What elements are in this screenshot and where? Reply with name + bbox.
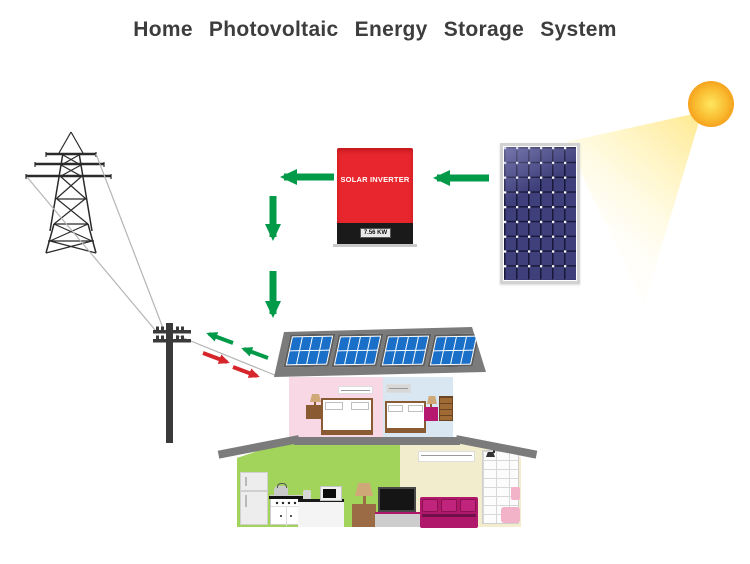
stove-knobs: [274, 501, 300, 505]
stove-icon: [269, 495, 305, 526]
grid-import-arrow-2: [232, 365, 260, 378]
lamp-icon: [427, 396, 437, 404]
fridge-icon: [240, 472, 268, 525]
sofa-icon: [420, 497, 478, 528]
shower-head-icon: [486, 452, 495, 457]
grid-export-arrow-2: [241, 347, 269, 360]
inverter-label: SOLAR INVERTER: [340, 175, 410, 184]
roof-panel-module: [283, 333, 336, 368]
sun-icon: [688, 81, 734, 127]
utility-pole-icon: [153, 323, 191, 443]
dresser-icon: [439, 396, 453, 421]
cooktop: [269, 496, 305, 499]
power-line: [26, 153, 278, 377]
lamp-stem: [363, 496, 366, 504]
roof-panel-module: [331, 333, 384, 368]
page-title: Home Photovoltaic Energy Storage System: [133, 18, 617, 41]
transmission-tower-icon: [25, 131, 112, 254]
inverter-body: SOLAR INVERTER: [337, 148, 413, 223]
roof-panels: [283, 333, 480, 368]
kitchen-counter: [298, 499, 344, 527]
bed-icon: [385, 401, 426, 433]
ac-unit-icon: [386, 384, 411, 393]
sofa-cushion: [422, 499, 438, 512]
fridge-divider: [241, 490, 267, 492]
fridge-handle: [245, 495, 247, 507]
side-table-icon: [352, 504, 376, 527]
inverter-display: 7.56 KW: [360, 228, 391, 238]
grid-import-arrow-1: [202, 351, 230, 364]
tv-stand-icon: [375, 512, 420, 527]
roof-panel-module: [379, 333, 432, 368]
kettle-icon: [274, 483, 288, 496]
nightstand-icon: [306, 405, 324, 419]
lamp-stem: [314, 402, 316, 405]
sofa-cushion: [441, 499, 457, 512]
bathtub-icon: [501, 507, 520, 523]
pillow: [350, 402, 370, 411]
sofa-cushion: [460, 499, 476, 512]
bathroom-sink-icon: [511, 487, 520, 500]
solar-panel: [500, 143, 580, 284]
lamp-stem: [430, 404, 432, 407]
lamp-icon: [355, 483, 373, 496]
sofa-seat: [422, 514, 476, 517]
lower-roof-flat: [294, 437, 460, 445]
grid-export-arrow-1: [206, 332, 234, 345]
pillow: [408, 405, 423, 412]
pillow: [324, 402, 344, 411]
roof-solar-array: [274, 327, 486, 377]
ac-unit-icon: [418, 451, 475, 462]
microwave-icon: [320, 486, 342, 501]
lamp-icon: [310, 394, 321, 402]
jar-icon: [303, 490, 311, 500]
sunlight-beam: [566, 112, 702, 304]
cabinet-doors: [271, 506, 301, 526]
ac-unit-icon: [338, 386, 373, 394]
bed-icon: [321, 398, 373, 435]
inverter-base: [333, 244, 417, 247]
pillow: [388, 405, 403, 412]
roof-panel-module: [427, 333, 480, 368]
fridge-handle: [245, 477, 247, 486]
solar-inverter: SOLAR INVERTER 7.56 KW: [333, 148, 417, 247]
nightstand-icon: [424, 407, 438, 421]
bathroom: [482, 450, 519, 524]
tv-icon: [378, 487, 416, 512]
solar-panel-cells: [504, 147, 576, 280]
